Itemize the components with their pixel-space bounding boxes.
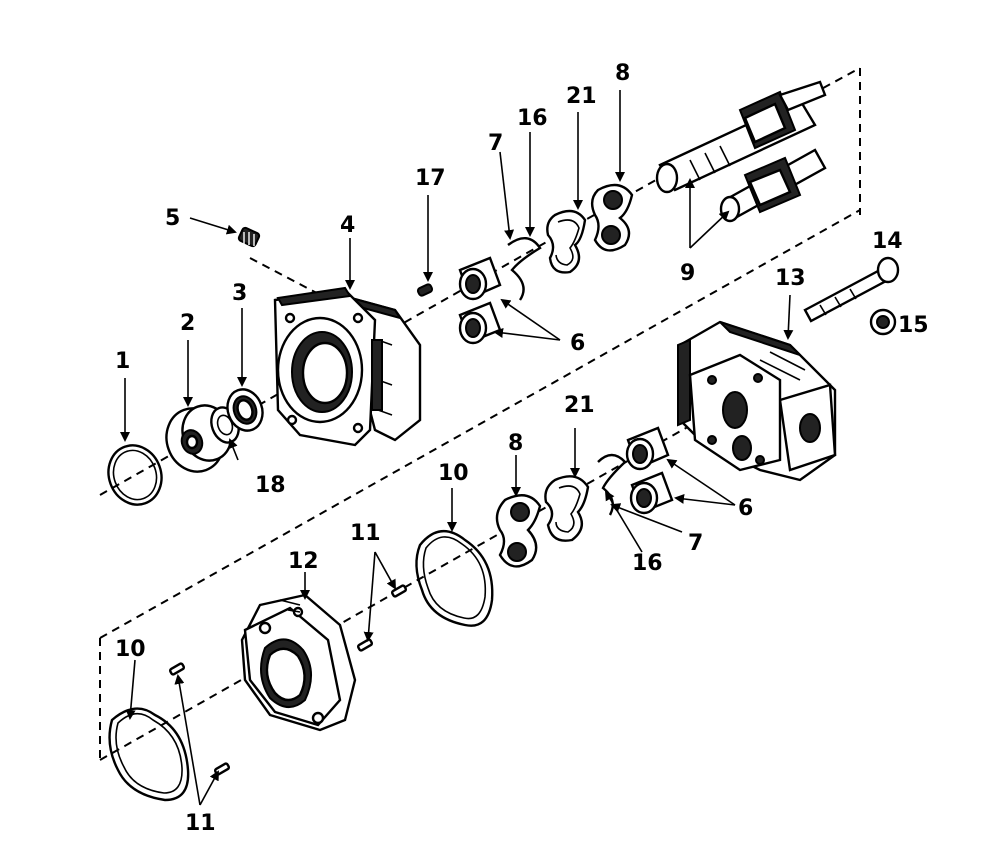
part-4-flange-housing: [273, 286, 422, 447]
rear-housing: [677, 320, 837, 482]
label-6-lower: 6: [738, 496, 753, 521]
label-13: 13: [775, 266, 806, 291]
label-6-upper: 6: [570, 331, 585, 356]
label-5: 5: [165, 206, 180, 231]
part-labels: 1 2 3 4 5 17 7 16 21 8 9 6 14 13 15 18 2…: [115, 61, 929, 836]
label-10-left: 10: [115, 637, 146, 662]
part-7-upper-seal: [507, 237, 542, 301]
label-3: 3: [232, 281, 247, 306]
part-6-lower-bushings: [625, 426, 674, 515]
part-7-lower-seal: [597, 453, 627, 516]
label-21-upper: 21: [566, 84, 597, 109]
part-9-gear-shafts: [655, 80, 827, 223]
part-10-left-oring: [108, 707, 190, 802]
part-6-upper-bushings: [458, 256, 502, 345]
label-10-middle: 10: [438, 461, 469, 486]
part-21-lower-gasket: [544, 475, 590, 542]
part-10-middle-oring: [415, 530, 494, 627]
label-12: 12: [288, 549, 319, 574]
part-8-lower-wear-plate: [495, 494, 542, 568]
label-1: 1: [115, 349, 130, 374]
label-16-upper: 16: [517, 106, 548, 131]
label-2: 2: [180, 311, 195, 336]
label-9: 9: [680, 261, 695, 286]
label-8-upper: 8: [615, 61, 630, 86]
label-18: 18: [255, 473, 286, 498]
part-5-set-screw: [237, 226, 261, 248]
part-17-pin: [416, 283, 434, 297]
label-17: 17: [415, 166, 446, 191]
leader-arrows: [120, 90, 794, 806]
label-11-upper: 11: [350, 521, 381, 546]
part-21-upper-gasket: [546, 209, 587, 274]
part-15-washer: [869, 308, 897, 336]
label-15: 15: [898, 313, 929, 338]
label-11-lower: 11: [185, 811, 216, 836]
label-7-upper: 7: [488, 131, 503, 156]
part-12-gear-housing: [240, 593, 357, 732]
part-1-retaining-ring: [107, 444, 163, 506]
label-21-lower: 21: [564, 393, 595, 418]
part-8-upper-wear-plate: [590, 183, 634, 252]
label-4: 4: [340, 213, 355, 238]
part-14-bolt: [803, 256, 900, 323]
label-14: 14: [872, 229, 903, 254]
label-8-lower: 8: [508, 431, 523, 456]
label-16-lower: 16: [632, 551, 663, 576]
label-7-lower: 7: [688, 531, 703, 556]
part-3-seal-ring: [226, 388, 264, 432]
